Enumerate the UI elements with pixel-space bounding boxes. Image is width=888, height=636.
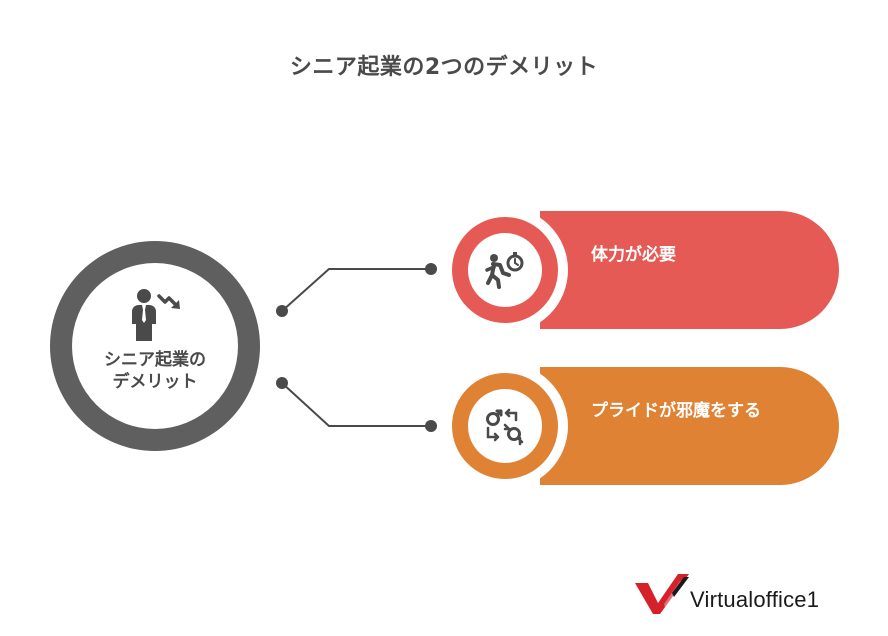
connector-bottom: [281, 382, 431, 427]
center-node-label: シニア起業の デメリット: [72, 349, 238, 393]
gender-swap-icon: [486, 408, 524, 446]
businessman-declining-icon: [132, 289, 180, 341]
center-node: シニア起業の デメリット: [50, 241, 260, 451]
connector-dot: [276, 377, 288, 389]
item-bar-1: 体力が必要: [540, 211, 839, 329]
page-title: シニア起業の2つのデメリット: [289, 55, 599, 80]
item-badge-ring-1: [452, 217, 558, 323]
item-badge-core-2: [468, 389, 542, 463]
connector-dot: [425, 420, 437, 432]
center-node-inner: シニア起業の デメリット: [72, 263, 238, 429]
connector-dot: [425, 263, 437, 275]
brand-name: Virtualoffice1: [690, 587, 820, 612]
connector-dot: [276, 305, 288, 317]
item-badge-core-1: [468, 233, 542, 307]
item-label-1: 体力が必要: [591, 245, 676, 265]
item-badge-1: [442, 207, 568, 333]
center-label-line2: デメリット: [112, 372, 198, 392]
connector-top: [281, 268, 431, 312]
item-badge-2: [442, 363, 568, 489]
center-label-line1: シニア起業の: [104, 350, 206, 370]
v-check-logo-icon: [635, 574, 689, 614]
item-label-2: プライドが邪魔をする: [591, 401, 761, 421]
brand-logo: Virtualoffice1: [634, 573, 819, 619]
item-bar-2: プライドが邪魔をする: [540, 367, 839, 485]
runner-stopwatch-icon: [485, 252, 524, 289]
item-badge-ring-2: [452, 373, 558, 479]
